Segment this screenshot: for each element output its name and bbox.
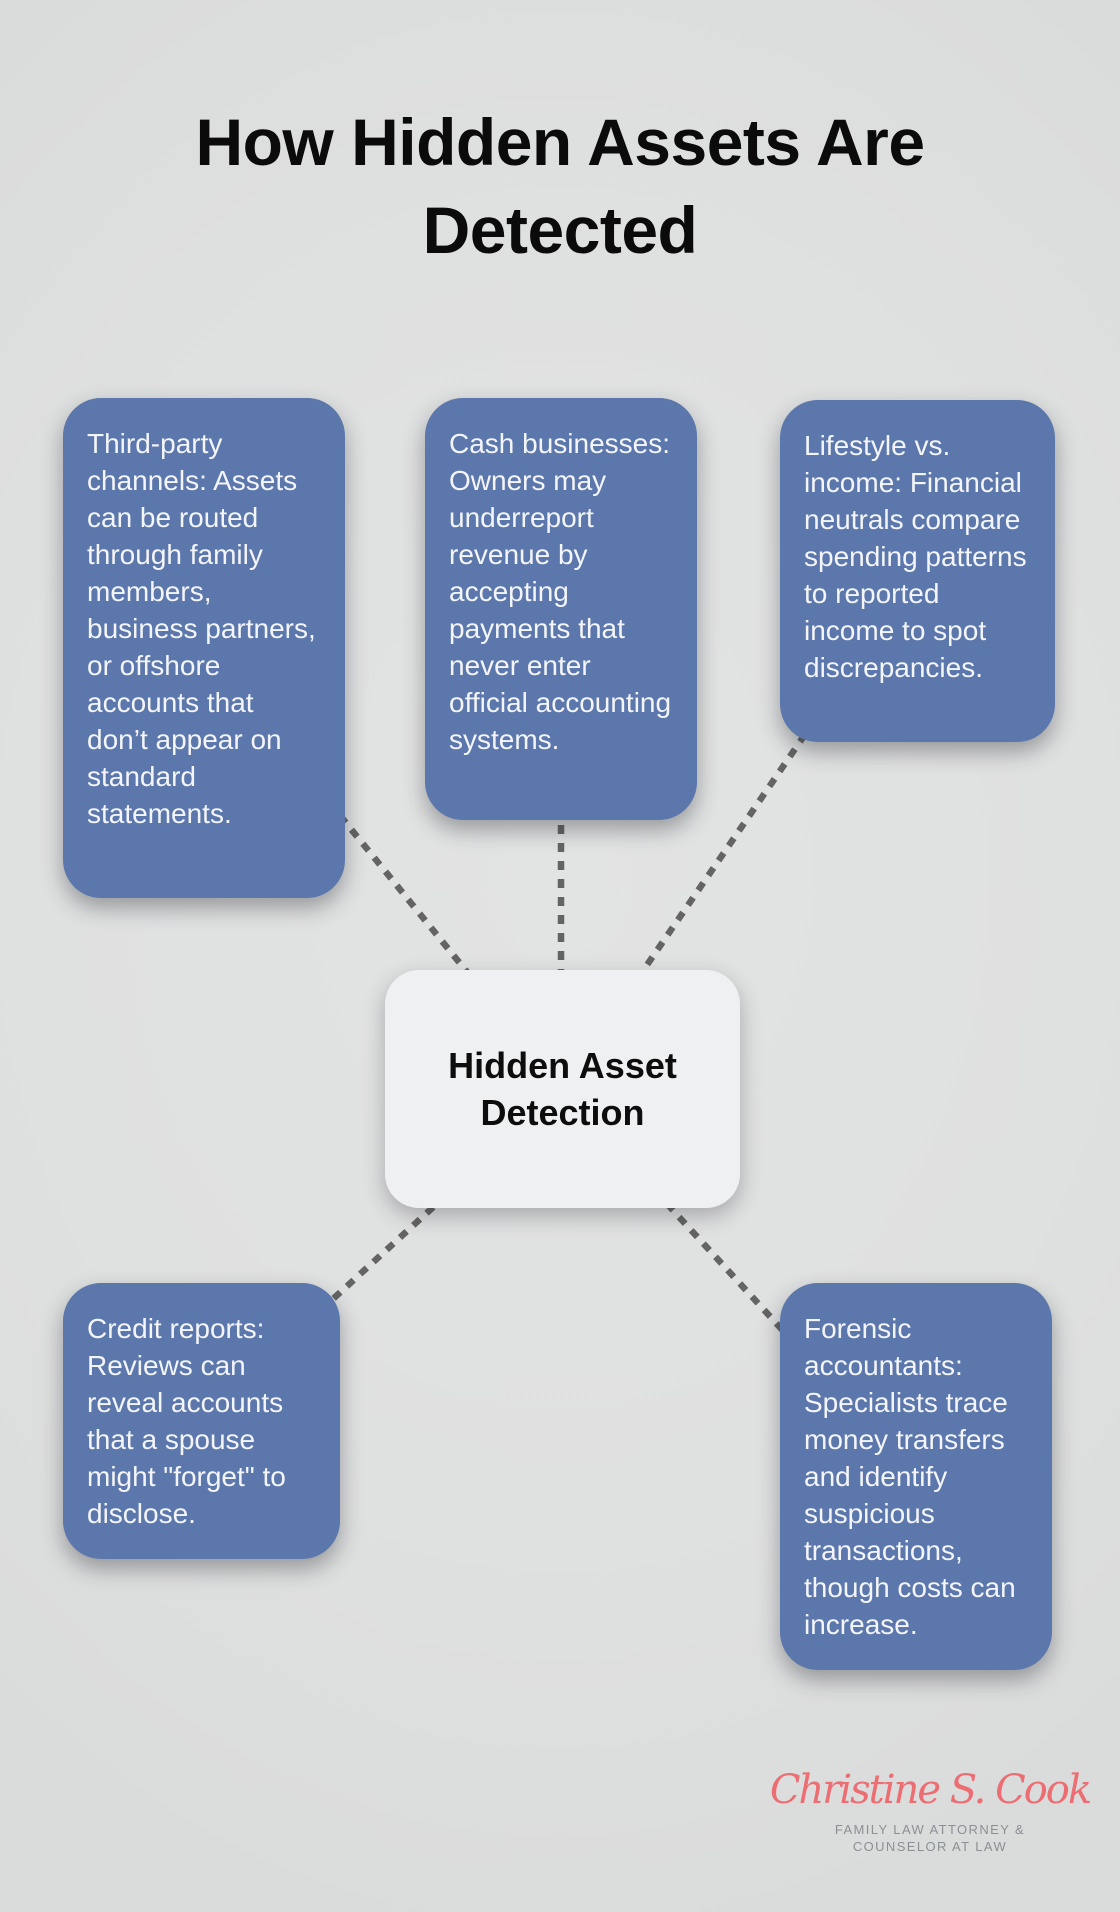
node-cash-businesses-text: Cash businesses: Owners may underreport … (449, 428, 672, 755)
brand-logo-name: Christine S. Cook (769, 1767, 1092, 1813)
brand-logo: Christine S. Cook FAMILY LAW ATTORNEY & … (745, 1764, 1115, 1855)
node-lifestyle-vs-income-text: Lifestyle vs. income: Financial neutrals… (804, 430, 1027, 683)
node-third-party-channels-text: Third-party channels: Assets can be rout… (87, 428, 316, 829)
brand-logo-tagline: FAMILY LAW ATTORNEY & COUNSELOR AT LAW (745, 1821, 1115, 1855)
page-title-line1: How Hidden Assets Are (195, 105, 925, 179)
node-credit-reports: Credit reports: Reviews can reveal accou… (63, 1283, 340, 1559)
brand-logo-tagline-line2: COUNSELOR AT LAW (852, 1839, 1008, 1854)
node-forensic-accountants-text: Forensic accountants: Specialists trace … (804, 1313, 1016, 1640)
node-lifestyle-vs-income: Lifestyle vs. income: Financial neutrals… (780, 400, 1055, 742)
center-node-label: Hidden Asset Detection (448, 1045, 677, 1133)
brand-logo-tagline-line1: FAMILY LAW ATTORNEY & (834, 1822, 1026, 1837)
node-third-party-channels: Third-party channels: Assets can be rout… (63, 398, 345, 898)
node-credit-reports-text: Credit reports: Reviews can reveal accou… (87, 1313, 286, 1529)
page-title-line2: Detected (422, 193, 698, 267)
node-forensic-accountants: Forensic accountants: Specialists trace … (780, 1283, 1052, 1670)
center-node-hidden-asset-detection: Hidden Asset Detection (385, 970, 740, 1208)
page-title: How Hidden Assets Are Detected (0, 98, 1120, 274)
node-cash-businesses: Cash businesses: Owners may underreport … (425, 398, 697, 820)
